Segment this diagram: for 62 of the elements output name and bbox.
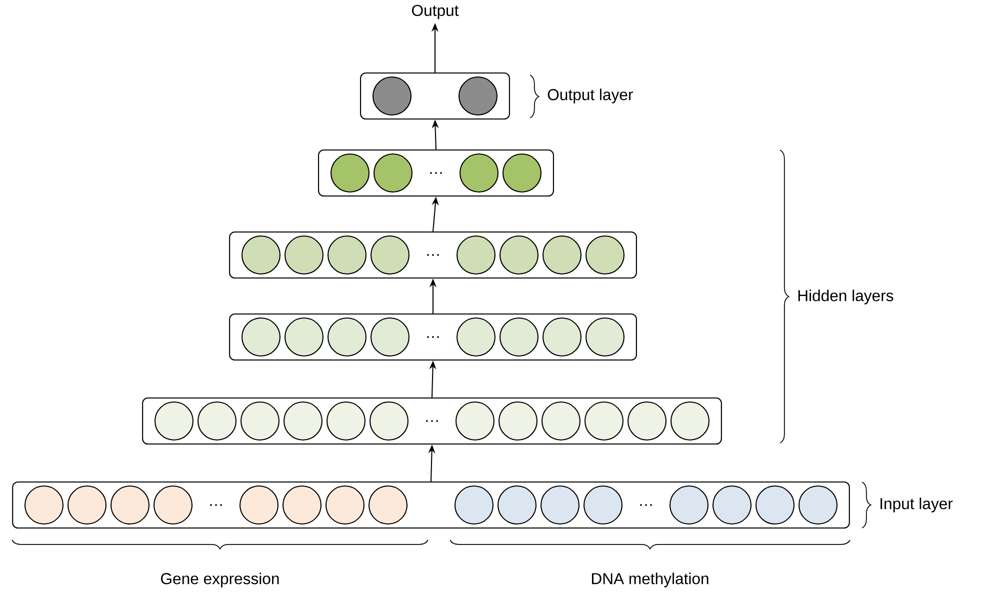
layer-label: Output layer (548, 88, 633, 104)
neuron-circle (585, 317, 625, 357)
neuron-circle (458, 76, 498, 116)
neuron-circle (755, 485, 795, 525)
neuron-circle (583, 485, 623, 525)
neuron-circle (541, 401, 581, 441)
layer-label: Input layer (880, 498, 953, 512)
neuron-circle (370, 235, 410, 275)
layer-box: … (318, 149, 554, 197)
neuron-circle (330, 153, 370, 193)
neuron-circle (240, 401, 280, 441)
neuron-circle (325, 485, 365, 525)
layer-box: … (142, 397, 722, 445)
neuron-circle (154, 401, 194, 441)
neuron-circle (369, 401, 409, 441)
neuron-circle (372, 76, 412, 116)
neuron-circle (670, 401, 710, 441)
neuron-circle (370, 317, 410, 357)
neuron-circle (284, 235, 324, 275)
neuron-circle (241, 235, 281, 275)
neuron-circle (499, 317, 539, 357)
layer-label: DNA methylation (592, 572, 708, 588)
neuron-circle (284, 317, 324, 357)
output-label: Output (412, 4, 459, 20)
layer-box: … … (12, 482, 850, 529)
neuron-circle (241, 317, 281, 357)
neuron-circle (327, 317, 367, 357)
neuron-circle (110, 485, 150, 525)
neuron-circle (502, 153, 542, 193)
layer-label: Hidden layers (798, 290, 894, 304)
neuron-circle (368, 485, 408, 525)
neuron-circle (67, 485, 107, 525)
layer-box: … (229, 313, 637, 361)
neuron-circle (712, 485, 752, 525)
neuron-circle (499, 235, 539, 275)
neuron-circle (540, 485, 580, 525)
neuron-circle (584, 401, 624, 441)
neuron-circle (542, 235, 582, 275)
neuron-circle (498, 401, 538, 441)
neuron-circle (497, 485, 537, 525)
neuron-circle (798, 485, 838, 525)
neuron-circle (542, 317, 582, 357)
neuron-circle (627, 401, 667, 441)
neuron-circle (239, 485, 279, 525)
layer-label: Gene expression (161, 572, 279, 588)
neuron-circle (282, 485, 322, 525)
neuron-circle (456, 235, 496, 275)
neuron-circle (459, 153, 499, 193)
layer-box: … (229, 231, 637, 279)
neuron-circle (283, 401, 323, 441)
neuron-circle (373, 153, 413, 193)
neuron-circle (456, 317, 496, 357)
neuron-circle (585, 235, 625, 275)
neuron-circle (197, 401, 237, 441)
layer-box (360, 72, 510, 120)
neuron-circle (455, 401, 495, 441)
neuron-circle (327, 235, 367, 275)
neuron-circle (454, 485, 494, 525)
neuron-circle (153, 485, 193, 525)
neuron-circle (669, 485, 709, 525)
neuron-circle (326, 401, 366, 441)
neuron-circle (24, 485, 64, 525)
